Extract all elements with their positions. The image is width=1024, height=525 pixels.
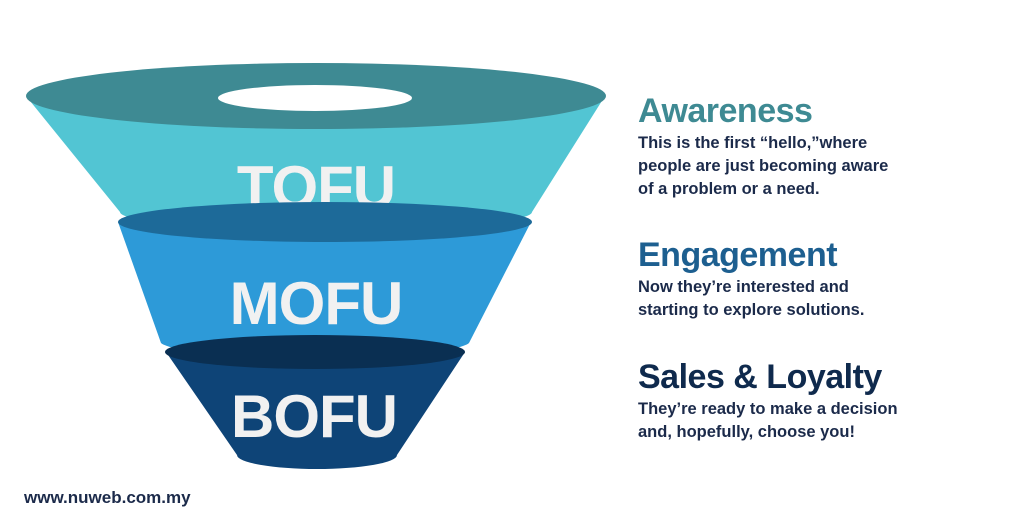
awareness-text: This is the first “hello,”where people a… <box>638 134 889 198</box>
bofu-label: BOFU <box>231 383 397 450</box>
sales-loyalty-block: Sales & Loyalty They’re ready to make a … <box>638 358 1008 444</box>
awareness-title: Awareness <box>638 92 813 130</box>
awareness-block: Awareness This is the first “hello,”wher… <box>638 92 1008 201</box>
funnel-stage-tofu: TOFU <box>26 63 606 230</box>
mofu-label: MOFU <box>230 270 403 337</box>
mofu-rim <box>118 202 532 242</box>
funnel-diagram: TOFU MOFU BOFU <box>26 63 606 469</box>
website-url: www.nuweb.com.my <box>24 488 191 507</box>
bofu-rim <box>165 335 465 369</box>
engagement-text: Now they’re interested and starting to e… <box>638 278 865 319</box>
funnel-opening <box>218 85 412 111</box>
engagement-block: Engagement Now they’re interested and st… <box>638 236 1008 322</box>
mofu-band <box>118 222 531 358</box>
sales-loyalty-title: Sales & Loyalty <box>638 358 882 396</box>
tofu-band <box>26 96 605 230</box>
sales-loyalty-text: They’re ready to make a decision and, ho… <box>638 400 898 441</box>
engagement-title: Engagement <box>638 236 838 274</box>
funnel-stage-bofu: BOFU <box>165 335 465 469</box>
funnel-stage-mofu: MOFU <box>118 202 532 358</box>
bofu-band <box>166 352 465 469</box>
